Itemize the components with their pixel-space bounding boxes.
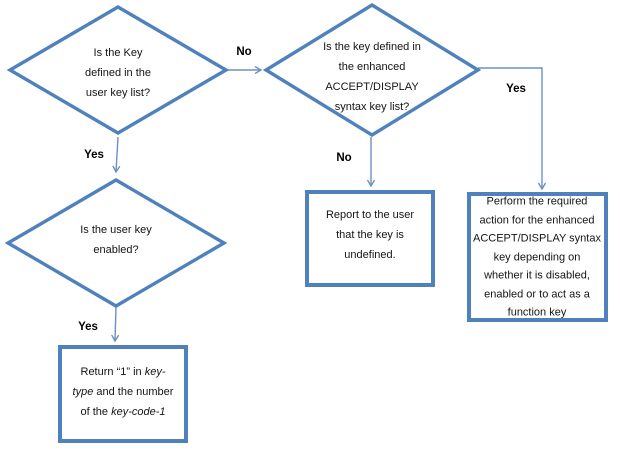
- process-return-key-type-text: Return “1” in key- type and the number o…: [61, 362, 185, 422]
- decision-line: user key list?: [85, 87, 151, 99]
- text-segment-italic: key-: [144, 366, 166, 378]
- process-line: that the key is: [336, 229, 404, 241]
- decision-line: Is the user key: [80, 224, 152, 236]
- process-line: enabled or to act as a: [484, 287, 590, 300]
- connector-yes-to-perform-box: [478, 67, 547, 191]
- decision-line: syntax key list?: [334, 101, 410, 113]
- text-segment: of the: [80, 406, 112, 418]
- decision-line: enabled?: [93, 244, 139, 256]
- connector-yes-to-enabled-check: [112, 136, 121, 174]
- decision-user-key-defined-text: Is the Key defined in the user key list?: [48, 43, 188, 103]
- decision-user-key-enabled-text: Is the user key enabled?: [46, 220, 186, 260]
- process-line: Return “1” in key-: [61, 362, 185, 382]
- diamond-user-key-enabled: [4, 178, 228, 308]
- box-report-undefined: [305, 190, 435, 287]
- connector-yes-to-return-box: [111, 306, 120, 343]
- edge-label-yes-to-enabled-check: Yes: [84, 149, 104, 161]
- process-line: Perform the required: [486, 195, 588, 208]
- edge-label-no-to-enhanced-check: No: [236, 46, 252, 58]
- process-perform-action-text: Perform the required action for the enha…: [467, 192, 607, 322]
- process-line: key depending on: [493, 250, 581, 263]
- box-return-key-type: [58, 345, 188, 443]
- text-segment-italic: key-code-1: [111, 406, 166, 418]
- process-line: Report to the user: [325, 209, 415, 221]
- text-segment-italic: type: [72, 386, 94, 398]
- decision-line: Is the Key: [93, 47, 143, 59]
- process-line: type and the number: [61, 382, 185, 402]
- process-line: undefined.: [344, 249, 396, 261]
- process-line: whether it is disabled,: [484, 269, 590, 282]
- process-line: of the key-code-1: [61, 402, 185, 422]
- box-perform-action: [467, 192, 608, 322]
- diamond-enhanced-key-defined: [262, 3, 482, 137]
- decision-line: the enhanced: [338, 61, 406, 73]
- process-line: action for the enhanced: [479, 213, 595, 226]
- process-line: function key: [507, 306, 567, 319]
- edge-label-no-to-report-box: No: [336, 152, 352, 164]
- decision-line: Is the key defined in: [323, 41, 421, 53]
- text-segment: Return “1” in: [80, 366, 145, 378]
- decision-line: ACCEPT/DISPLAY: [325, 81, 419, 93]
- edge-label-yes-to-perform-box: Yes: [506, 83, 526, 95]
- text-segment: and the number: [93, 386, 174, 398]
- decision-enhanced-key-defined-text: Is the key defined in the enhanced ACCEP…: [292, 37, 452, 117]
- edge-label-yes-to-return-box: Yes: [78, 321, 98, 333]
- process-line: ACCEPT/DISPLAY syntax: [473, 232, 601, 245]
- decision-line: defined in the: [84, 67, 152, 79]
- process-report-undefined-text: Report to the user that the key is undef…: [308, 205, 432, 265]
- diamond-user-key-defined: [6, 5, 230, 135]
